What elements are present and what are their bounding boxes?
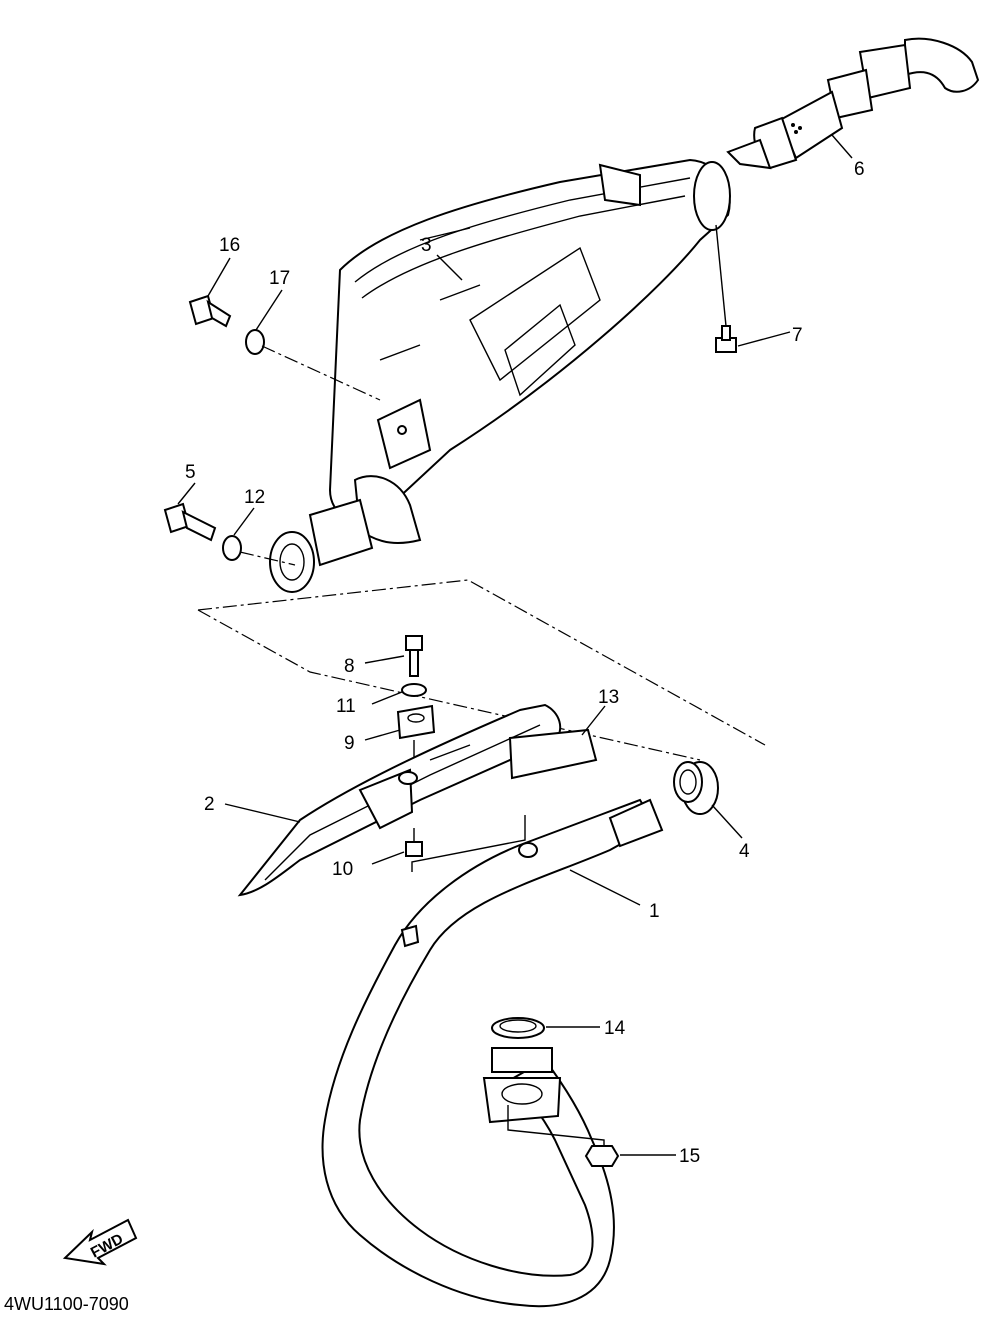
callout-13: 13	[598, 687, 619, 708]
callout-9: 9	[344, 733, 355, 754]
callout-7: 7	[792, 325, 803, 346]
callout-1: 1	[649, 901, 660, 922]
callout-15: 15	[679, 1146, 700, 1167]
assembly-line-16	[261, 345, 381, 401]
collar-part-10	[405, 828, 423, 857]
assembly-line-15	[507, 1105, 605, 1146]
callout-5: 5	[185, 462, 196, 483]
assembly-line-10	[411, 815, 526, 872]
muffler-part-3	[269, 158, 731, 593]
bolt-part-16	[188, 294, 232, 328]
callout-12: 12	[244, 487, 265, 508]
assembly-line-5	[239, 551, 296, 566]
leader-lines	[177, 134, 853, 1156]
nut-part-15	[584, 1145, 620, 1167]
callout-10: 10	[332, 859, 353, 880]
washer-part-17	[245, 329, 265, 355]
exhaust-flange	[482, 1047, 562, 1124]
washer-part-12	[222, 535, 242, 561]
callout-4: 4	[739, 841, 750, 862]
bolt-part-5	[163, 502, 217, 542]
gasket-part-4	[673, 761, 719, 815]
tail-pipe-part-6	[726, 37, 980, 170]
grommet-part-9	[396, 704, 436, 740]
exhaust-pipe-part-1	[321, 798, 664, 1308]
callout-16: 16	[219, 235, 240, 256]
callout-2: 2	[204, 794, 215, 815]
part-code: 4WU1100-7090	[4, 1294, 129, 1314]
callout-11: 11	[336, 696, 356, 717]
callout-6: 6	[854, 159, 865, 180]
bolt-part-8	[405, 635, 423, 677]
protector-part-2	[237, 703, 562, 897]
callout-3: 3	[421, 235, 432, 256]
label-part-13	[508, 728, 598, 780]
seal-part-14	[491, 1017, 545, 1039]
fwd-arrow-icon: FWD	[62, 1218, 138, 1266]
assembly-frame-top	[197, 579, 766, 746]
callout-17: 17	[269, 268, 290, 289]
bolt-part-7	[715, 325, 737, 353]
callout-8: 8	[344, 656, 355, 677]
washer-part-11	[401, 683, 427, 697]
assembly-frame-bottom	[197, 609, 701, 761]
assembly-line-7	[715, 224, 727, 327]
callout-14: 14	[604, 1018, 626, 1039]
